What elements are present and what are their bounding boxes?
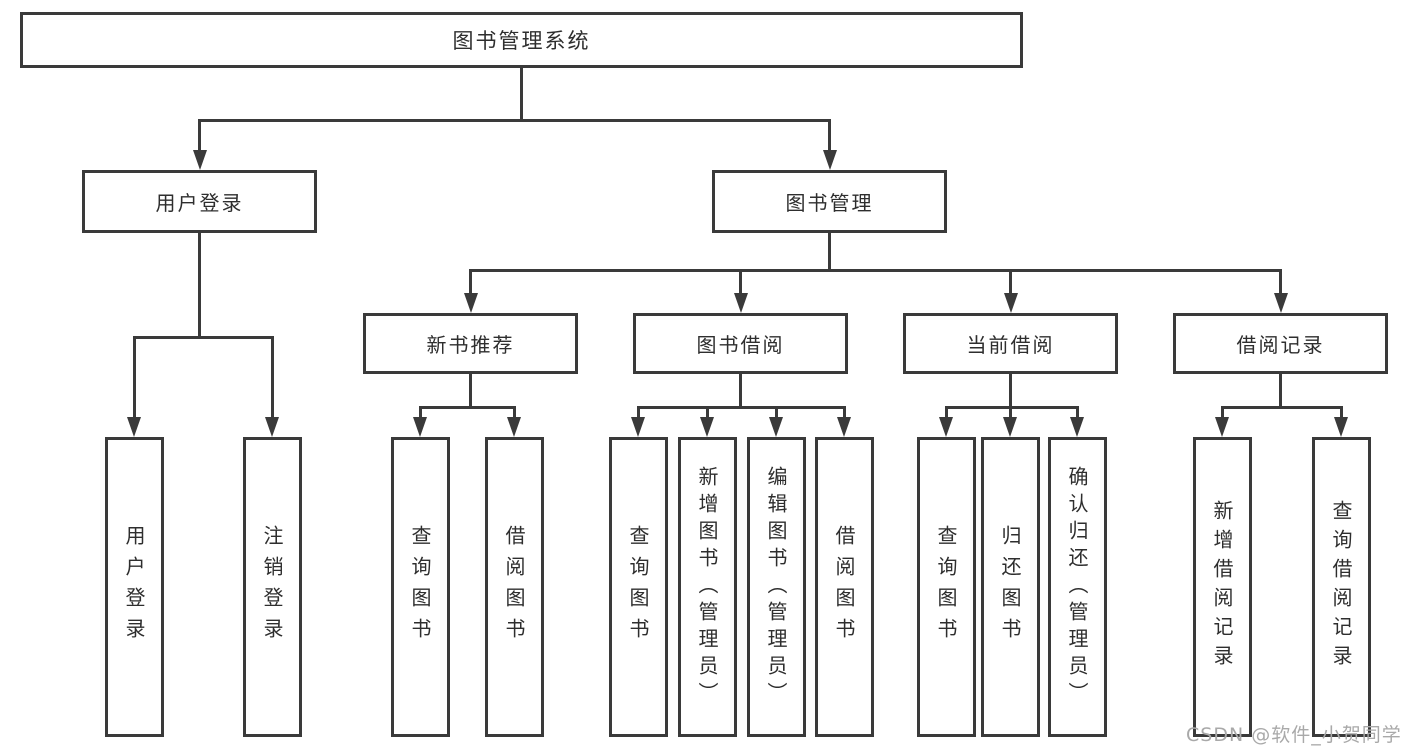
connector-line [1075, 406, 1079, 418]
connector-line [512, 406, 516, 418]
connector-line [1279, 269, 1282, 295]
arrow-down-icon [837, 417, 851, 437]
connector-line [132, 336, 136, 418]
connector-line [774, 406, 778, 418]
leaf-query-borrow-record: 查询借阅记录 [1311, 437, 1371, 737]
connector-line [469, 269, 1282, 272]
leaf-add-book-admin: 新增图书（管理员） [677, 437, 737, 737]
connector-line [828, 233, 831, 272]
leaf-add-borrow-record: 新增借阅记录 [1192, 437, 1252, 737]
arrow-down-icon [127, 417, 141, 437]
node-current-borrow: 当前借阅 [903, 313, 1118, 374]
arrow-down-icon [507, 417, 521, 437]
connector-line [1339, 406, 1343, 418]
connector-line [270, 336, 274, 418]
connector-line [418, 406, 516, 409]
connector-line [1009, 374, 1012, 408]
connector-line [519, 68, 523, 120]
arrow-down-icon [769, 417, 783, 437]
leaf-edit-book-admin: 编辑图书（管理员） [746, 437, 806, 737]
connector-line [944, 406, 1079, 409]
leaf-return-book: 归还图书 [980, 437, 1040, 737]
arrow-down-icon [413, 417, 427, 437]
connector-line [198, 119, 201, 151]
watermark: CSDN @软件_小贺同学 [1186, 724, 1402, 746]
node-root: 图书管理系统 [20, 12, 1023, 68]
arrow-down-icon [192, 150, 207, 170]
connector-line [418, 406, 422, 418]
arrow-down-icon [463, 293, 478, 313]
connector-line [636, 406, 846, 409]
connector-line [469, 374, 472, 408]
arrow-down-icon [1215, 417, 1229, 437]
node-new-book-recommend: 新书推荐 [363, 313, 578, 374]
leaf-borrow-books-2: 借阅图书 [814, 437, 874, 737]
arrow-down-icon [1334, 417, 1348, 437]
arrow-down-icon [1273, 293, 1288, 313]
connector-line [1279, 374, 1282, 408]
connector-line [636, 406, 640, 418]
leaf-borrow-books-1: 借阅图书 [484, 437, 544, 737]
node-borrow-records: 借阅记录 [1173, 313, 1388, 374]
arrow-down-icon [1003, 417, 1017, 437]
node-user-login: 用户登录 [82, 170, 317, 233]
connector-line [1220, 406, 1343, 409]
arrow-down-icon [265, 417, 279, 437]
connector-line [944, 406, 948, 418]
connector-line [739, 269, 742, 295]
arrow-down-icon [1003, 293, 1018, 313]
connector-line [739, 374, 742, 408]
connector-line [1009, 269, 1012, 295]
connector-line [842, 406, 846, 418]
leaf-logout: 注销登录 [242, 437, 302, 737]
connector-line [198, 119, 831, 122]
connector-line [132, 336, 274, 339]
arrow-down-icon [939, 417, 953, 437]
node-book-borrow: 图书借阅 [633, 313, 848, 374]
leaf-user-login: 用户登录 [104, 437, 164, 737]
connector-line [198, 233, 201, 338]
node-book-management: 图书管理 [712, 170, 947, 233]
arrow-down-icon [631, 417, 645, 437]
connector-line [705, 406, 709, 418]
connector-line [1220, 406, 1224, 418]
leaf-query-books-1: 查询图书 [390, 437, 450, 737]
connector-line [1008, 406, 1012, 418]
leaf-query-books-2: 查询图书 [608, 437, 668, 737]
leaf-query-books-3: 查询图书 [916, 437, 976, 737]
connector-line [469, 269, 472, 295]
leaf-confirm-return-admin: 确认归还（管理员） [1047, 437, 1107, 737]
arrow-down-icon [700, 417, 714, 437]
connector-line [828, 119, 831, 151]
arrow-down-icon [733, 293, 748, 313]
arrow-down-icon [1070, 417, 1084, 437]
arrow-down-icon [822, 150, 837, 170]
